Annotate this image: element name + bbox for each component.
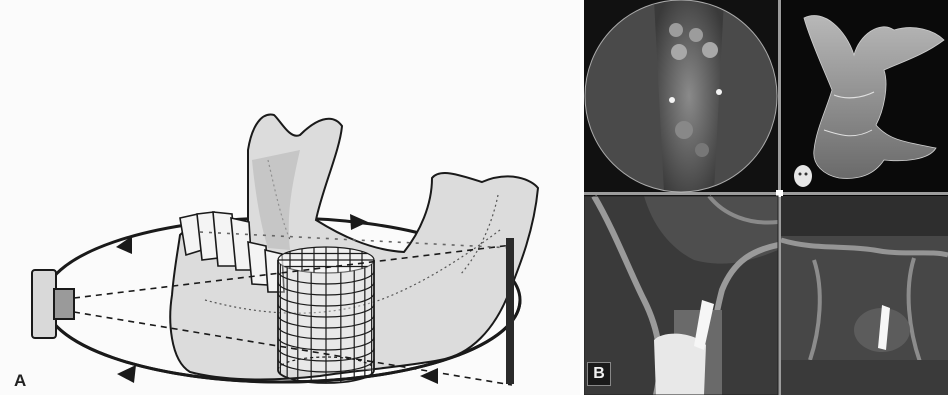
xray-source <box>32 270 74 338</box>
coronal-view <box>584 196 778 395</box>
volume-render-view <box>782 0 948 192</box>
root-section-3 <box>671 44 687 60</box>
rotation-arrow-top-icon <box>350 214 368 230</box>
panel-a-label: A <box>14 371 26 391</box>
panel-b-label: B <box>587 362 611 386</box>
panel-a-schematic: A <box>0 0 580 395</box>
flat-panel-detector <box>506 238 514 384</box>
root-section-4 <box>702 42 718 58</box>
root-section-1 <box>669 23 683 37</box>
tooth-5 <box>248 242 268 285</box>
orientation-head-icon <box>794 165 812 187</box>
cbct-scan-views <box>584 0 948 395</box>
cbct-schematic-drawing <box>0 0 580 395</box>
root-canal-dot-2 <box>716 89 722 95</box>
rotation-arrow-bottom-left-icon <box>117 365 136 383</box>
sagittal-view <box>781 196 948 395</box>
view-divider-horizontal <box>584 192 948 195</box>
panel-b-scans: B <box>584 0 948 395</box>
root-section-2 <box>689 28 703 42</box>
axial-view <box>584 0 778 192</box>
root-canal-dot-1 <box>669 97 675 103</box>
